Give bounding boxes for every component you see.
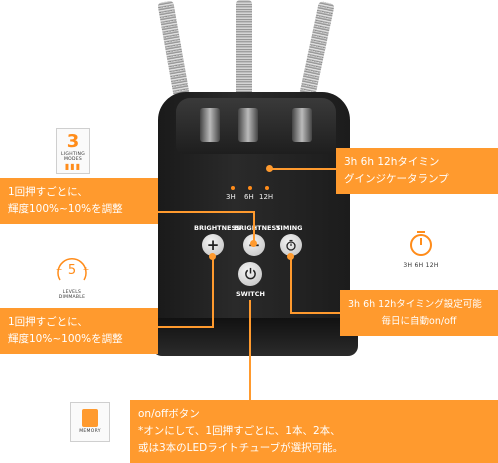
svg-text:−: −: [56, 265, 63, 274]
callout-brightness-down: 1回押すごとに、 輝度100%~10%を調整: [0, 178, 158, 224]
brightness-up-button[interactable]: +: [202, 234, 224, 256]
connector-dot-brightness-up: [209, 253, 216, 260]
callout-brightness-up-line1: 1回押すごとに、: [8, 316, 88, 328]
callout-timer-indicator-line2: グインジケータランプ: [344, 173, 449, 185]
callout-timing-button-line1: 3h 6h 12hタイミング設定可能: [348, 299, 482, 310]
socket-center: [238, 108, 258, 142]
connector-brightness-down-v: [253, 211, 255, 241]
connector-timing-h: [290, 312, 340, 314]
callout-timer-indicator-line1: 3h 6h 12hタイミン: [344, 156, 440, 168]
plus-icon: +: [206, 236, 220, 254]
tube-bars-icon: ▮▮▮: [64, 162, 82, 171]
power-switch-button[interactable]: [238, 262, 262, 286]
memory-icon: MEMORY: [70, 402, 110, 442]
connector-brightness-up-h: [158, 326, 214, 328]
callout-switch-line2: *オンにして、1回押すごとに、1本、2本、: [138, 425, 341, 437]
connector-brightness-down-h: [158, 211, 254, 213]
svg-text:+: +: [83, 265, 90, 274]
switch-label: SWITCH: [236, 290, 265, 298]
timing-label: TIMING: [276, 224, 303, 232]
lighting-modes-caption: LIGHTING MODES: [60, 152, 86, 162]
connector-timer-indicator: [270, 168, 336, 170]
timer-label-3h: 3H: [226, 193, 236, 201]
timer-feature-icon: 3H 6H 12H: [396, 228, 446, 276]
timing-button[interactable]: [280, 234, 302, 256]
memory-chip-icon: [82, 409, 98, 427]
timer-label-6h: 6H: [244, 193, 254, 201]
connector-dot-timing: [287, 253, 294, 260]
callout-brightness-down-line1: 1回押すごとに、: [8, 186, 88, 198]
lighting-modes-number: 3: [66, 131, 80, 152]
connector-switch-v: [249, 300, 251, 400]
socket-left: [200, 108, 220, 142]
callout-brightness-up-line2: 輝度10%~100%を調整: [8, 333, 123, 345]
timer-led-12h: [265, 186, 269, 190]
lighting-modes-icon: 3 LIGHTING MODES ▮▮▮: [56, 128, 90, 174]
timer-icon: [286, 239, 296, 251]
timer-led-6h: [248, 186, 252, 190]
connector-brightness-up-v: [212, 256, 214, 328]
power-icon: [244, 267, 256, 280]
gooseneck-center: [236, 0, 252, 112]
connector-dot-timer-indicator: [266, 165, 273, 172]
callout-brightness-down-line2: 輝度100%~10%を調整: [8, 203, 123, 215]
callout-brightness-up: 1回押すごとに、 輝度10%~100%を調整: [0, 308, 158, 354]
stopwatch-icon: [410, 231, 432, 256]
memory-caption: MEMORY: [79, 429, 101, 434]
socket-right: [292, 108, 312, 142]
callout-switch-line3: 或は3本のLEDライトチューブが選択可能。: [138, 442, 344, 454]
callout-switch: on/offボタン *オンにして、1回押すごとに、1本、2本、 或は3本のLED…: [130, 400, 498, 463]
connector-timing-v: [290, 256, 292, 314]
lamp-clamp-base: [152, 318, 358, 356]
timer-label-12h: 12H: [259, 193, 274, 201]
dimmer-ring-icon: 5 − +: [56, 258, 90, 281]
callout-timer-indicator: 3h 6h 12hタイミン グインジケータランプ: [336, 148, 498, 194]
brightness-up-label: BRIGHTNESS: [194, 224, 241, 232]
dimmable-caption: LEVELS DIMMABLE: [58, 290, 86, 300]
callout-switch-line1: on/offボタン: [138, 408, 200, 420]
timer-feature-caption: 3H 6H 12H: [403, 262, 439, 269]
svg-text:5: 5: [68, 263, 76, 278]
connector-dot-brightness-down: [250, 240, 257, 247]
brightness-down-label: BRIGHTNESS: [234, 224, 281, 232]
dimmable-levels-icon: 5 − + LEVELS DIMMABLE: [50, 252, 94, 300]
timer-led-3h: [231, 186, 235, 190]
callout-timing-button-line2: 毎日に自動on/off: [381, 316, 457, 327]
callout-timing-button: 3h 6h 12hタイミング設定可能 毎日に自動on/off: [340, 290, 498, 336]
